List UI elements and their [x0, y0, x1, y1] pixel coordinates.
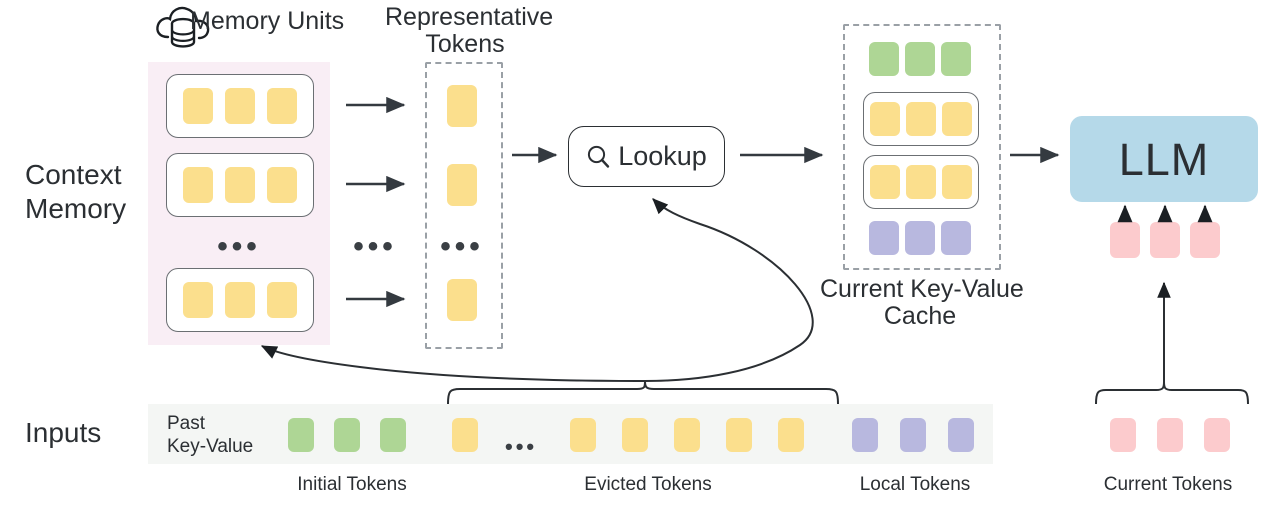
kv-cache-label-line1: Current Key-Value [820, 275, 1024, 303]
kv-token-green [905, 42, 935, 76]
kv-token-purple [869, 221, 899, 255]
input-token-pink-1 [1110, 418, 1136, 452]
token-yellow [267, 167, 297, 203]
memory-unit-3[interactable] [166, 268, 314, 332]
kv-token-yellow [942, 102, 972, 136]
local-tokens-label: Local Tokens [859, 474, 971, 495]
memory-unit-1[interactable] [166, 74, 314, 138]
search-icon [586, 144, 611, 169]
representative-token-2 [447, 164, 477, 206]
lookup-button[interactable]: Lookup [568, 126, 725, 187]
current-tokens-label: Current Tokens [1103, 474, 1233, 495]
input-token-yellow-3 [622, 418, 648, 452]
connector-evicted-to-context-memory [260, 345, 646, 382]
token-yellow [267, 88, 297, 124]
memory-units-label: Memory Units [190, 7, 345, 35]
kv-token-purple [905, 221, 935, 255]
context-memory-label-line1: Context [25, 159, 122, 190]
memory-unit-2[interactable] [166, 153, 314, 217]
token-yellow [183, 167, 213, 203]
context-memory-ellipsis: ••• [217, 230, 261, 263]
kv-cache-box [843, 24, 1001, 270]
mid-ellipsis: ••• [353, 230, 397, 263]
token-yellow [183, 88, 213, 124]
input-token-yellow-5 [726, 418, 752, 452]
kv-token-yellow [870, 102, 900, 136]
brace-current-tokens [1095, 381, 1249, 405]
representative-token-1 [447, 85, 477, 127]
kv-unit-box-1 [863, 92, 979, 146]
llm-input-token-3 [1190, 222, 1220, 258]
llm-label: LLM [1118, 133, 1210, 185]
kv-unit-box-2 [863, 155, 979, 209]
kv-token-yellow [906, 165, 936, 199]
input-token-green-3 [380, 418, 406, 452]
input-token-green-1 [288, 418, 314, 452]
representative-token-3 [447, 279, 477, 321]
brace-evicted-tokens [447, 380, 839, 405]
input-token-pink-3 [1204, 418, 1230, 452]
past-kv-label-line1: Past [167, 413, 206, 434]
kv-token-yellow [906, 102, 936, 136]
connector-evicted-to-lookup [644, 198, 814, 382]
representative-tokens-ellipsis: ••• [440, 230, 484, 263]
input-token-yellow-4 [674, 418, 700, 452]
representative-tokens-label-line1: Representative [385, 3, 554, 31]
lookup-label: Lookup [618, 141, 707, 171]
token-yellow [225, 282, 255, 318]
context-memory-label-line2: Memory [25, 193, 127, 224]
input-token-purple-2 [900, 418, 926, 452]
inputs-label: Inputs [25, 417, 102, 448]
llm-input-token-1 [1110, 222, 1140, 258]
llm-input-token-2 [1150, 222, 1180, 258]
kv-token-green [941, 42, 971, 76]
input-token-purple-3 [948, 418, 974, 452]
kv-token-purple [941, 221, 971, 255]
token-yellow [183, 282, 213, 318]
kv-token-yellow [870, 165, 900, 199]
past-kv-label-line2: Key-Value [167, 436, 254, 457]
initial-tokens-label: Initial Tokens [297, 474, 407, 495]
representative-tokens-label-line2: Tokens [425, 30, 505, 58]
kv-token-green [869, 42, 899, 76]
input-token-green-2 [334, 418, 360, 452]
kv-token-yellow [942, 165, 972, 199]
token-yellow [225, 167, 255, 203]
input-token-yellow-1 [452, 418, 478, 452]
token-yellow [225, 88, 255, 124]
input-token-yellow-6 [778, 418, 804, 452]
input-token-yellow-2 [570, 418, 596, 452]
input-token-purple-1 [852, 418, 878, 452]
evicted-tokens-label: Evicted Tokens [584, 474, 712, 495]
cloud-database-icon [154, 4, 212, 52]
token-yellow [267, 282, 297, 318]
inputs-ellipsis: ••• [505, 434, 538, 459]
input-token-pink-2 [1157, 418, 1183, 452]
llm-box[interactable]: LLM [1070, 116, 1258, 202]
kv-cache-label-line2: Cache [883, 302, 957, 330]
